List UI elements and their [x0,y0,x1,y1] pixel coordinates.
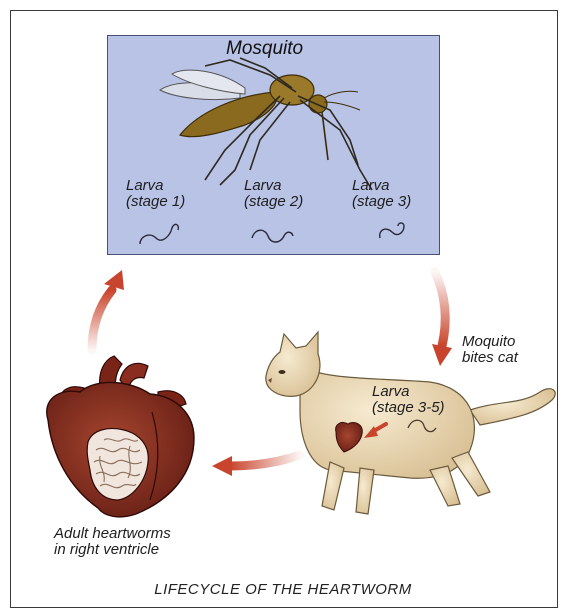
heart-illustration [47,356,194,517]
larva-stage-1-line2: (stage 1) [126,194,185,210]
cat-larva-label: Larva (stage 3-5) [372,384,445,416]
heart-label-line1: Adult heartworms [54,526,171,542]
cat-larva-line1: Larva [372,384,445,400]
mosquito-illustration [160,58,372,190]
larva-stage-2-line2: (stage 2) [244,194,303,210]
larva-stage-1-icon [140,224,178,244]
larva-stage-1-label: Larva (stage 1) [126,178,185,210]
larva-stage-2-label: Larva (stage 2) [244,178,303,210]
larva-stage-3-line1: Larva [352,178,411,194]
larva-stage-2-icon [252,230,293,242]
arrow-heart-to-mosquito [92,270,124,350]
bite-label: Moquito bites cat [462,334,518,366]
mosquito-title: Mosquito [226,38,303,60]
heart-label-line2: in right ventricle [54,542,171,558]
arrow-mosquito-to-cat [432,272,452,366]
larva-stage-3-icon [380,223,404,238]
bite-label-line1: Moquito [462,334,518,350]
larva-stage-1-line1: Larva [126,178,185,194]
arrow-cat-to-heart [212,455,300,476]
larva-stage-3-line2: (stage 3) [352,194,411,210]
bite-label-line2: bites cat [462,350,518,366]
larva-squiggles [140,223,404,244]
larva-stage-2-line1: Larva [244,178,303,194]
cat-larva-line2: (stage 3-5) [372,400,445,416]
diagram-caption: LIFECYCLE OF THE HEARTWORM [0,581,566,598]
larva-stage-3-label: Larva (stage 3) [352,178,411,210]
heart-label: Adult heartworms in right ventricle [54,526,171,558]
